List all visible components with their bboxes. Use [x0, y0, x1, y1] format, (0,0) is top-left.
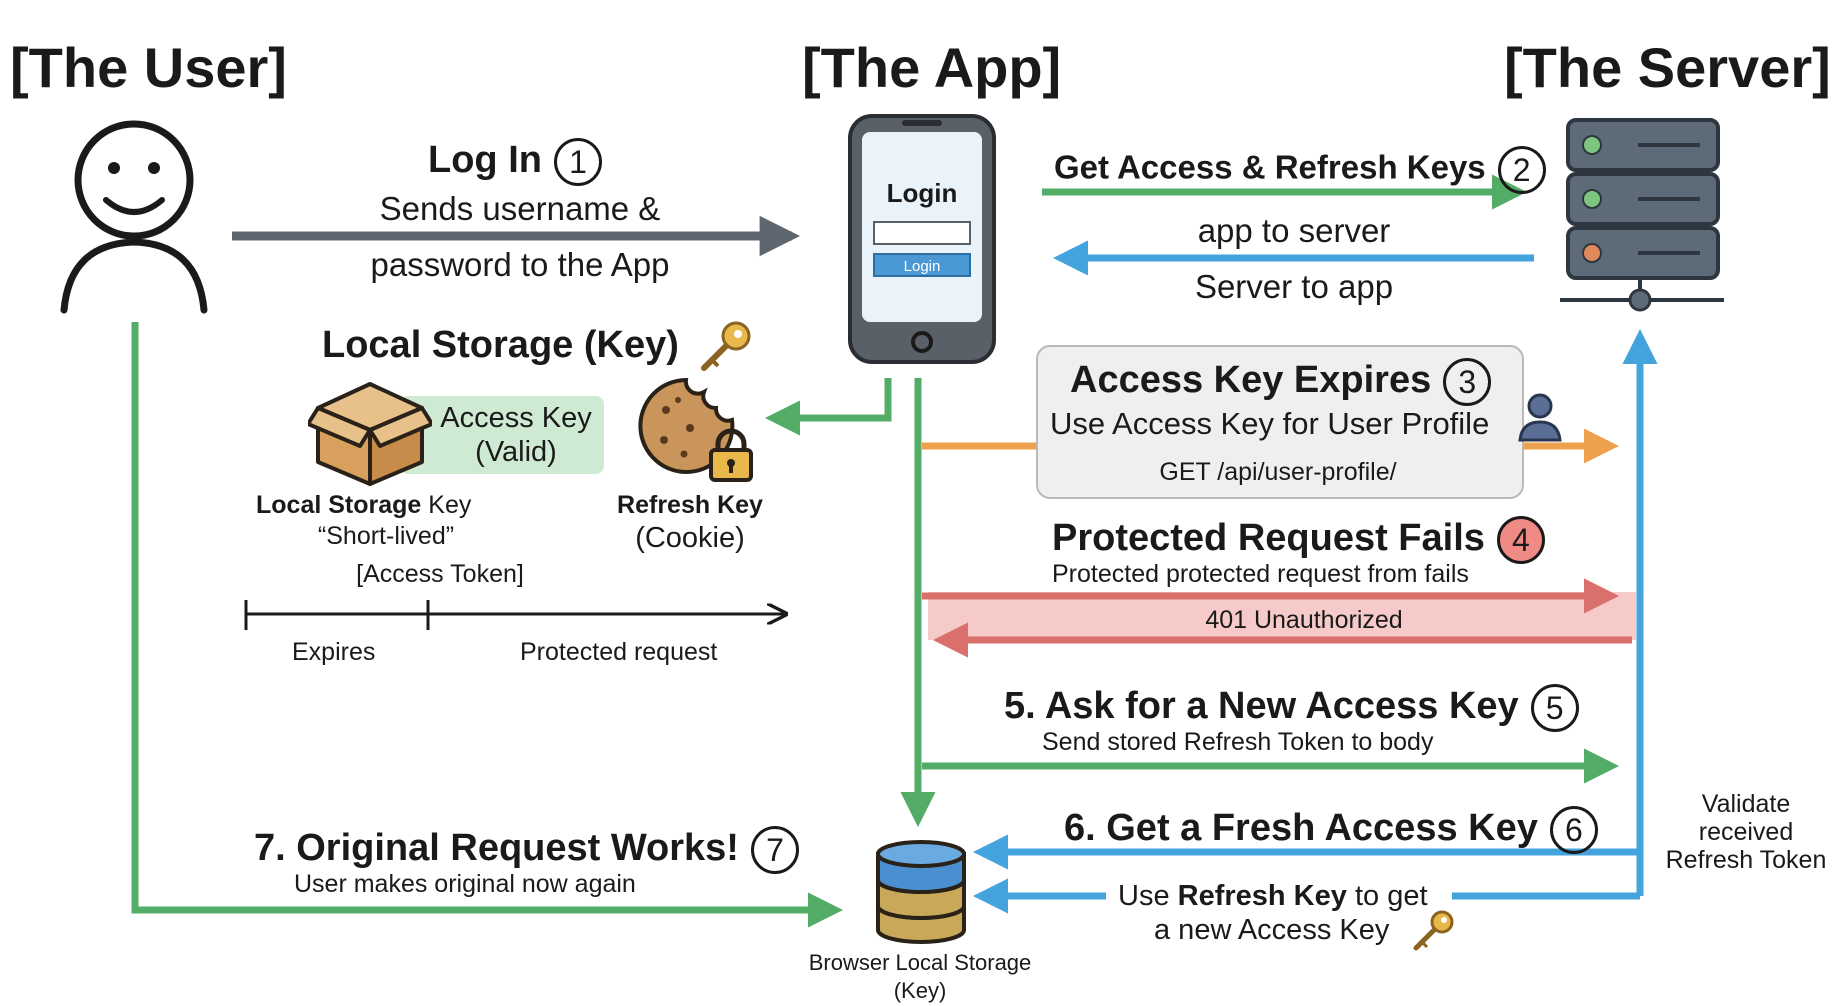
step6-title-text: 6. Get a Fresh Access Key: [1064, 807, 1538, 850]
step5-title-text: 5. Ask for a New Access Key: [1004, 685, 1519, 728]
access-token-label: [Access Token]: [356, 560, 524, 588]
cookie-label: (Cookie): [635, 522, 745, 554]
step2-title: Get Access & Refresh Keys 2: [1054, 146, 1546, 194]
step4-response: 401 Unauthorized: [1205, 606, 1403, 634]
user-header: [The User]: [10, 36, 287, 99]
validate-line2: received: [1698, 818, 1794, 846]
box-icon: [308, 382, 432, 486]
step6-line1-pre: Use: [1118, 880, 1178, 912]
step3-badge: 3: [1443, 358, 1492, 406]
step4-title-text: Protected Request Fails: [1052, 517, 1485, 560]
step1-line2: password to the App: [370, 246, 670, 283]
browser-storage-line1: Browser Local Storage: [808, 950, 1032, 975]
step3-endpoint: GET /api/user-profile/: [1159, 458, 1397, 486]
user-icon: [60, 120, 208, 314]
step7-title-text: 7. Original Request Works!: [254, 827, 739, 870]
short-lived-label: “Short-lived”: [317, 522, 455, 550]
step6-line2: a new Access Key: [1154, 914, 1390, 946]
access-key-valid-box: [400, 396, 604, 474]
refresh-key-label: Refresh Key: [617, 491, 763, 519]
person-icon: [1518, 393, 1562, 442]
step2-to-app: Server to app: [1194, 268, 1394, 305]
local-storage-key-rest: Key: [421, 491, 472, 519]
timeline-expires-label: Expires: [292, 638, 376, 666]
step5-subtitle: Send stored Refresh Token to body: [1042, 728, 1434, 756]
step5-title: 5. Ask for a New Access Key 5: [1004, 684, 1579, 732]
step3-title: Access Key Expires 3: [1070, 358, 1492, 406]
step2-badge: 2: [1497, 146, 1546, 194]
step4-subtitle: Protected protected request from fails: [1052, 560, 1469, 588]
server-icon: [1560, 118, 1724, 312]
lock-icon: [709, 428, 753, 482]
step1-title: Log In 1: [428, 138, 602, 186]
phone-login-button: Login: [903, 258, 941, 275]
validate-line3: Refresh Token: [1665, 846, 1827, 874]
access-key-label: Access Key: [440, 402, 592, 434]
step6-title: 6. Get a Fresh Access Key 6: [1064, 806, 1598, 854]
step3-subtitle: Use Access Key for User Profile: [1050, 406, 1490, 441]
access-key-expires-box: [1036, 345, 1524, 499]
phone-screen-title: Login: [886, 178, 958, 208]
database-icon: [876, 840, 966, 944]
key-icon: [701, 321, 751, 371]
step7-subtitle: User makes original now again: [294, 870, 636, 898]
step6-badge: 6: [1549, 806, 1598, 854]
cookie-icon: [638, 377, 735, 474]
arrow-original-request: [131, 322, 843, 928]
app-header: [The App]: [802, 36, 1062, 99]
browser-storage-line2: (Key): [893, 978, 947, 1003]
key-icon-small: [1413, 910, 1454, 951]
step2-to-server: app to server: [1197, 212, 1391, 249]
timeline-protected-label: Protected request: [520, 638, 718, 666]
step1-line1: Sends username &: [379, 190, 661, 227]
local-storage-key-label: Local Storage Key: [256, 493, 471, 518]
server-header: [The Server]: [1504, 36, 1831, 99]
arrow-app-to-local-storage: [765, 378, 892, 436]
local-storage-key-bold: Local Storage: [256, 491, 422, 519]
step5-badge: 5: [1530, 684, 1579, 732]
step7-title: 7. Original Request Works! 7: [254, 826, 799, 874]
step6-line1-bold: Refresh Key: [1177, 880, 1347, 912]
step1-title-text: Log In: [428, 139, 542, 182]
step6-line1: Use Refresh Key to get: [1118, 882, 1428, 911]
access-key-valid: (Valid): [475, 436, 557, 468]
step3-title-text: Access Key Expires: [1070, 359, 1432, 402]
step6-line1-post: to get: [1346, 880, 1428, 912]
step7-badge: 7: [750, 826, 799, 874]
failure-band: [928, 592, 1636, 640]
step4-badge: 4: [1496, 516, 1545, 564]
step1-badge: 1: [553, 138, 602, 186]
phone-icon: [848, 114, 996, 364]
step4-title: Protected Request Fails 4: [1052, 516, 1545, 564]
step2-title-text: Get Access & Refresh Keys: [1054, 148, 1486, 186]
local-storage-title: Local Storage (Key): [322, 324, 679, 366]
validate-line1: Validate: [1701, 790, 1791, 818]
